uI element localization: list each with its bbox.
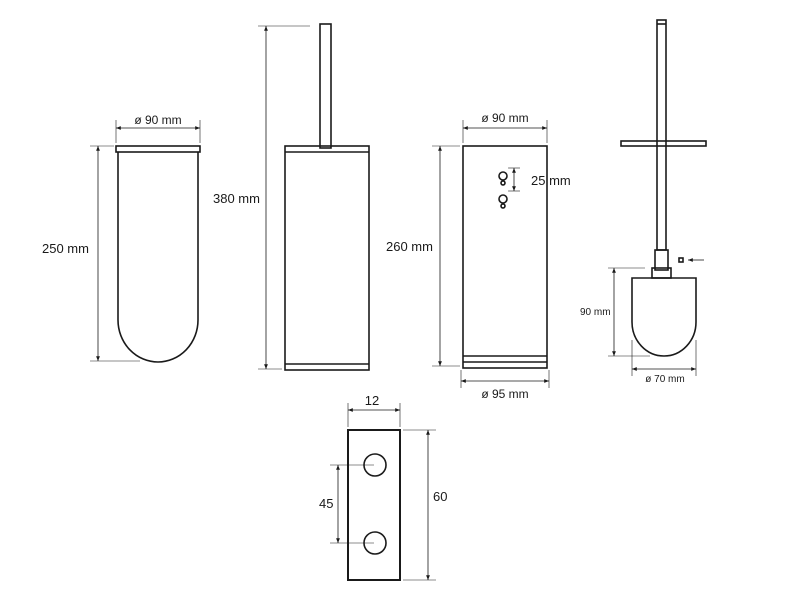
glass-rim: [115, 145, 201, 153]
back-top-diameter-label: ø 90 mm: [481, 111, 528, 125]
brush-view: 90 mm ø 70 mm: [580, 19, 707, 385]
brush-head-height-label: 90 mm: [580, 307, 611, 318]
glass-diameter-label: ø 90 mm: [134, 113, 181, 127]
back-bottom-diameter-label: ø 95 mm: [481, 387, 528, 401]
glass-body: [117, 152, 199, 363]
brush-neck: [654, 249, 669, 271]
keyhole-lower-icon: [498, 194, 508, 209]
brush-handle: [319, 23, 332, 149]
back-hole-spacing-label: 25 mm: [531, 173, 571, 188]
plate-hole-spacing-label: 45: [319, 496, 333, 511]
mounting-plate-body: [347, 429, 401, 581]
holder-height-label: 380 mm: [213, 191, 260, 206]
mounting-plate-view: 12 45 60: [319, 393, 447, 581]
brush-head: [631, 277, 697, 357]
glass-height-label: 250 mm: [42, 241, 89, 256]
plate-height-label: 60: [433, 489, 447, 504]
holder-body: [284, 145, 370, 371]
keyhole-upper-icon: [498, 171, 508, 186]
plate-width-label: 12: [365, 393, 379, 408]
back-height-label: 260 mm: [386, 239, 433, 254]
brush-head-diameter-label: ø 70 mm: [645, 374, 684, 385]
brush-screw-icon: [678, 257, 684, 263]
holder-back-body: [462, 145, 548, 369]
holder-front-view: 380 mm: [213, 23, 370, 371]
brush-lid-plate: [620, 140, 707, 147]
brush-shaft: [656, 19, 667, 251]
glass-insert-view: ø 90 mm 250 mm: [42, 113, 201, 363]
holder-back-view: 25 mm ø 90 mm ø 95 mm 260 mm: [386, 111, 571, 401]
